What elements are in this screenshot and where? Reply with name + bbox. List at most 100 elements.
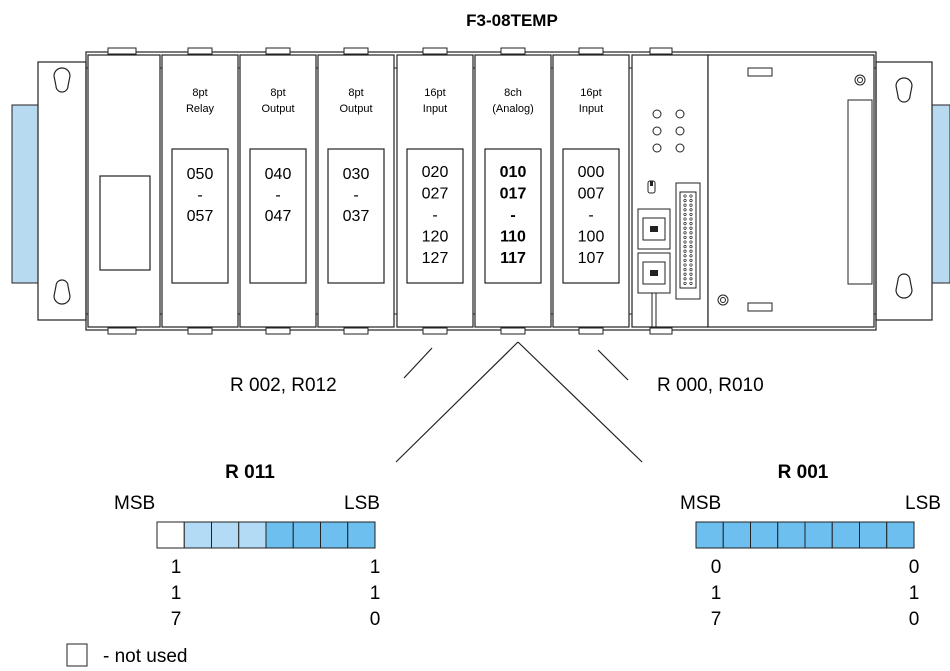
bit-number: 7 [711,609,722,630]
power-supply [707,54,875,328]
bit-cell [886,521,915,549]
address-text: 100 [578,229,605,246]
bit-number: 1 [171,583,182,604]
module-name: Output [261,103,294,115]
address-text: 010 [500,164,527,181]
bit-number: 1 [370,583,381,604]
bit-cell [292,521,321,549]
bit-cell [265,521,294,549]
address-label-card [249,148,307,284]
address-text: 047 [265,208,292,225]
lsb-label: LSB [344,493,380,514]
address-text: 020 [422,164,449,181]
bit-cell [750,521,779,549]
address-text: 040 [265,166,292,183]
io-modules: 8ptRelay050-0578ptOutput040-0478ptOutput… [161,47,630,335]
module-type: 16pt [580,87,601,99]
address-label-card [171,148,229,284]
bit-cell [347,521,376,549]
address-text: 050 [187,166,214,183]
lsb-label: LSB [905,493,941,514]
address-text: 057 [187,208,214,225]
din-rail-left [11,104,43,284]
address-text: 110 [500,229,526,246]
module-type: 16pt [424,87,445,99]
bit-cell [695,521,724,549]
callout-left-label: R 002, R012 [230,375,337,396]
module-type: 8pt [270,87,285,99]
bit-cell [859,521,888,549]
msb-label: MSB [114,493,155,514]
empty-slot [87,47,161,335]
address-text: 117 [500,250,526,267]
address-text: 120 [422,229,449,246]
legend-swatch [66,643,88,667]
address-text: 107 [578,250,605,267]
bit-number: 1 [171,557,182,578]
bit-number: 1 [909,583,920,604]
bit-cell [183,521,212,549]
module-name: Input [579,103,603,115]
address-text: - [275,187,280,204]
address-text: - [197,187,202,204]
bit-number: 7 [171,609,182,630]
mount-slot-icon [53,67,71,93]
address-label-card [484,148,542,284]
module-type: 8ch [504,87,522,99]
callout-right-label: R 000, R010 [657,375,764,396]
address-label-card [327,148,385,284]
bit-number: 0 [711,557,722,578]
cpu-module [631,47,709,335]
address-text: 007 [578,186,605,203]
mount-slot-icon [895,77,913,103]
bit-number: 0 [909,557,920,578]
module-name: Output [339,103,372,115]
bit-number: 1 [711,583,722,604]
diagram-title: F3-08TEMP [466,11,558,30]
callout-line-r011 [395,341,519,463]
address-text: 000 [578,164,605,181]
bit-number: 0 [909,609,920,630]
module-type: 8pt [192,87,207,99]
address-text: 037 [343,208,370,225]
address-text: 027 [422,186,449,203]
base-end-right [875,61,933,321]
bit-cell [238,521,267,549]
callout-line-r001 [517,341,643,463]
bit-cell [156,521,185,549]
bit-cell [777,521,806,549]
bit-cell [804,521,833,549]
address-text: 127 [422,250,449,267]
module-name: Input [423,103,447,115]
din-rail-right [929,104,950,284]
register-title: R 011 [225,462,275,483]
address-text: 030 [343,166,370,183]
bit-cell [722,521,751,549]
address-label-card [562,148,620,284]
address-text: - [588,207,593,224]
bit-number: 1 [370,557,381,578]
register-title: R 001 [778,462,829,483]
legend-label: - not used [103,646,188,667]
module-name: Relay [186,103,215,115]
bit-cell [211,521,240,549]
mount-slot-icon [53,279,71,305]
bit-number: 0 [370,609,381,630]
base-backplane [85,51,877,331]
status-led-icon [652,109,685,153]
address-text: - [432,207,437,224]
address-text: 017 [500,186,527,203]
callout-line-right [597,349,629,381]
bit-cell [320,521,349,549]
bit-cell [831,521,860,549]
legend: - not used [66,643,188,667]
address-text: - [510,207,515,224]
